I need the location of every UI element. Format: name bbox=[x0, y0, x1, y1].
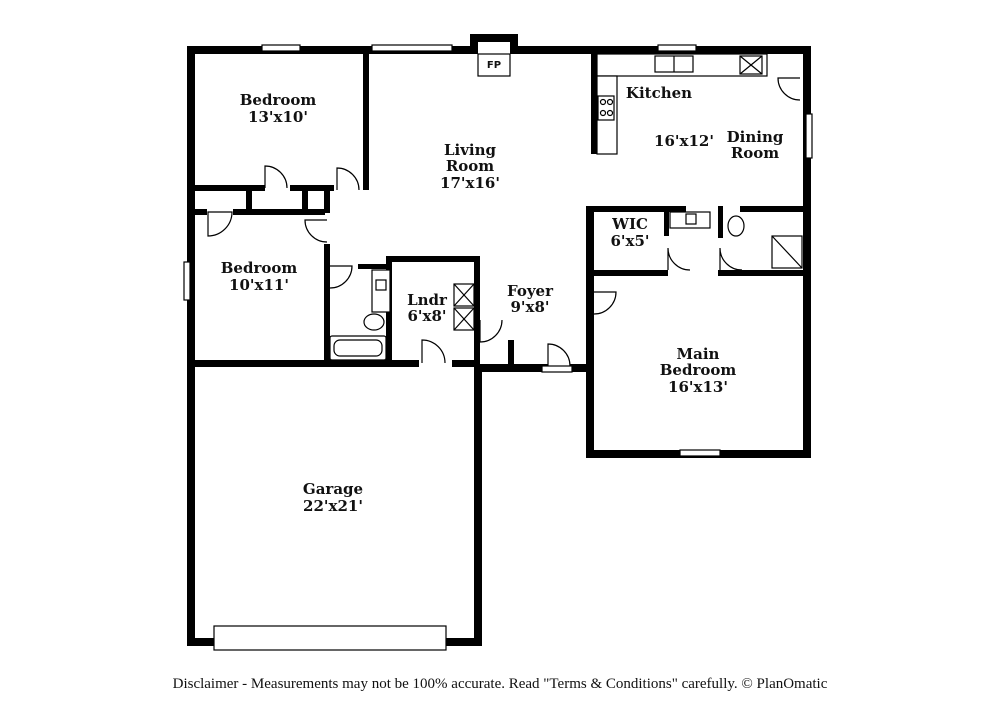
wall-garage-top-left bbox=[195, 360, 419, 367]
wall-laundry-top bbox=[386, 256, 480, 262]
bathtub bbox=[329, 335, 387, 361]
window-main-bedroom bbox=[679, 449, 721, 457]
main-bedroom-name-1: Main bbox=[677, 345, 720, 363]
front-door-sill bbox=[541, 365, 573, 373]
main-bath-toilet bbox=[727, 215, 745, 237]
window-w-bedroom bbox=[183, 261, 191, 301]
door-side bbox=[777, 77, 801, 101]
wall-nw-bedroom-bottom-b bbox=[290, 185, 334, 191]
kitchen-name: Kitchen bbox=[626, 84, 692, 102]
wall-garage-top-right bbox=[452, 360, 480, 367]
garage-size: 22'x21' bbox=[303, 497, 363, 515]
wall-kitchen-left bbox=[591, 54, 597, 154]
window-kitchen bbox=[657, 44, 697, 52]
bath-toilet bbox=[363, 313, 385, 331]
room-labels: Bedroom 13'x10' Living Room 17'x16' Kitc… bbox=[221, 84, 784, 515]
stove bbox=[597, 95, 615, 121]
wall-left bbox=[187, 46, 195, 646]
wall-hall-top bbox=[324, 185, 330, 213]
wall-garage-right bbox=[474, 364, 482, 646]
main-bedroom-size: 16'x13' bbox=[668, 378, 728, 396]
bedroom-nw-size: 13'x10' bbox=[248, 108, 308, 126]
window-living bbox=[371, 44, 453, 52]
wall-wic-bottom bbox=[586, 270, 668, 276]
wall-closet-bottom-a bbox=[195, 209, 207, 215]
wall-laundry-right bbox=[474, 256, 480, 366]
wall-closet-divider-2 bbox=[302, 185, 308, 213]
foyer-name: Foyer bbox=[507, 282, 554, 300]
door-swings bbox=[207, 77, 801, 367]
wall-closet-divider bbox=[246, 185, 252, 213]
door-laundry bbox=[479, 319, 503, 343]
wall-main-door-gap bbox=[586, 290, 594, 320]
door-bath bbox=[329, 265, 353, 289]
wall-bath-left bbox=[324, 244, 330, 366]
fireplace-label: FP bbox=[487, 60, 501, 71]
laundry-name: Lndr bbox=[407, 291, 448, 309]
wall-bath-divider bbox=[718, 206, 723, 238]
living-name-2: Room bbox=[446, 157, 494, 175]
bath-sink bbox=[375, 279, 387, 291]
fireplace-top bbox=[470, 34, 518, 42]
window-dining bbox=[805, 113, 813, 159]
bedroom-w-name: Bedroom bbox=[221, 259, 298, 277]
window-nw-bedroom bbox=[261, 44, 301, 52]
living-name-1: Living bbox=[444, 141, 497, 159]
wall-bath-top bbox=[358, 264, 392, 269]
door-wic bbox=[667, 247, 691, 271]
door-main-bedroom bbox=[593, 291, 617, 315]
wall-garage-bottom-left bbox=[187, 638, 215, 646]
fireplace-right bbox=[510, 34, 518, 54]
wall-right bbox=[803, 46, 811, 456]
door-w-bedroom bbox=[304, 219, 328, 243]
fireplace-left bbox=[470, 34, 478, 54]
door-nw-bedroom bbox=[336, 167, 360, 191]
wic-name: WIC bbox=[611, 215, 648, 233]
main-bedroom-name-2: Bedroom bbox=[660, 361, 737, 379]
dining-name-1: Dining bbox=[727, 128, 784, 146]
dining-name-2: Room bbox=[731, 144, 779, 162]
wall-main-bedroom-left bbox=[586, 206, 594, 458]
wall-foyer-bottom-right bbox=[570, 364, 594, 372]
wall-garage-bottom-right bbox=[446, 638, 480, 646]
wall-nw-bedroom-bottom-a bbox=[195, 185, 265, 191]
bedroom-w-size: 10'x11' bbox=[229, 276, 289, 294]
main-bath-sink bbox=[685, 213, 697, 225]
garage-name: Garage bbox=[303, 480, 363, 498]
door-main-bath bbox=[719, 247, 743, 271]
bedroom-nw-name: Bedroom bbox=[240, 91, 317, 109]
windows bbox=[183, 44, 813, 651]
bath-vanity bbox=[371, 269, 391, 313]
fixtures bbox=[329, 53, 803, 361]
wall-foyer-stub bbox=[508, 340, 514, 368]
wall-bath-main-top bbox=[740, 206, 811, 212]
wall-wic-right bbox=[664, 206, 669, 236]
wall-wic-top bbox=[586, 206, 686, 212]
wic-size: 6'x5' bbox=[610, 232, 649, 250]
wall-bath-main-bottom bbox=[718, 270, 811, 276]
garage-door bbox=[213, 625, 447, 651]
foyer-size: 9'x8' bbox=[510, 298, 549, 316]
disclaimer-text: Disclaimer - Measurements may not be 100… bbox=[172, 676, 828, 692]
living-size: 17'x16' bbox=[440, 174, 500, 192]
fireplace-hearth bbox=[477, 53, 511, 77]
wall-closet-bottom-b bbox=[233, 209, 325, 215]
door-garage bbox=[421, 339, 446, 364]
door-nw-bedroom-closet bbox=[264, 165, 288, 189]
door-front bbox=[547, 343, 571, 367]
wall-nw-bedroom-right bbox=[363, 54, 369, 190]
door-w-bedroom-closet bbox=[207, 211, 233, 237]
wall-top-left bbox=[187, 46, 475, 54]
kitchen-size: 16'x12' bbox=[654, 132, 714, 150]
laundry-size: 6'x8' bbox=[407, 307, 446, 325]
